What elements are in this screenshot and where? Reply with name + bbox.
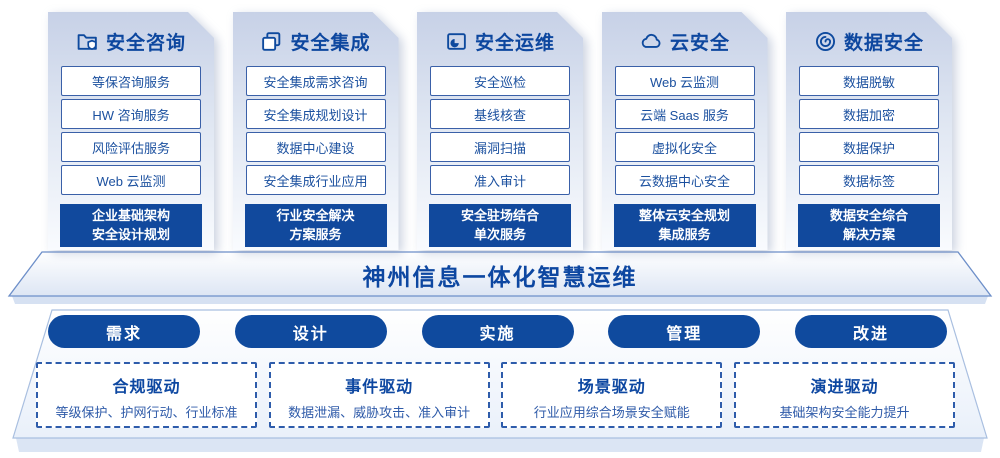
service-item: 等保咨询服务 xyxy=(61,66,201,96)
phase-pill-improvement: 改进 xyxy=(795,315,947,348)
phase-pill-implementation: 实施 xyxy=(421,315,574,348)
service-item: 虚拟化安全 xyxy=(615,132,755,162)
service-item: 安全集成需求咨询 xyxy=(246,66,386,96)
card-header: 安全咨询 xyxy=(76,28,186,54)
service-cards-row: 安全咨询 等保咨询服务 HW 咨询服务 风险评估服务 Web 云监测 企业基础架… xyxy=(48,12,952,250)
driver-box-scenario: 场景驱动 行业应用综合场景安全赋能 xyxy=(501,362,723,428)
driver-desc: 基础架构安全能力提升 xyxy=(779,405,910,420)
service-item: 安全集成行业应用 xyxy=(246,165,386,195)
service-item: 云数据中心安全 xyxy=(615,165,755,195)
driver-desc: 行业应用综合场景安全赋能 xyxy=(533,405,690,420)
highlight-service: 整体云安全规划 集成服务 xyxy=(614,204,756,247)
fingerprint-spiral-icon xyxy=(814,30,837,53)
service-item: 安全集成规划设计 xyxy=(246,99,386,129)
driver-title: 演进驱动 xyxy=(810,379,879,396)
card-title: 数据安全 xyxy=(843,32,924,54)
card-header: 安全运维 xyxy=(445,28,555,54)
phase-pill-management: 管理 xyxy=(608,315,761,348)
banner-title: 神州信息一体化智慧运维 xyxy=(362,264,638,290)
service-item: Web 云监测 xyxy=(61,165,201,195)
driver-title: 场景驱动 xyxy=(577,379,646,396)
banner-platform-shape xyxy=(7,251,993,304)
documents-icon xyxy=(260,30,283,53)
service-item: Web 云监测 xyxy=(615,66,755,96)
service-item: 基线核查 xyxy=(430,99,570,129)
driver-boxes-row: 合规驱动 等级保护、护网行动、行业标准 事件驱动 数据泄漏、威胁攻击、准入审计 … xyxy=(36,362,955,428)
service-item: 准入审计 xyxy=(430,165,570,195)
highlight-service: 安全驻场结合 单次服务 xyxy=(429,204,571,247)
service-item: 风险评估服务 xyxy=(61,132,201,162)
card-header: 数据安全 xyxy=(814,28,924,54)
driver-box-evolution: 演进驱动 基础架构安全能力提升 xyxy=(733,362,955,428)
card-header: 安全集成 xyxy=(260,28,370,54)
service-item: 数据标签 xyxy=(799,165,939,195)
highlight-service: 企业基础架构 安全设计规划 xyxy=(60,204,202,247)
service-item: 云端 Saas 服务 xyxy=(615,99,755,129)
service-card-integration: 安全集成 安全集成需求咨询 安全集成规划设计 数据中心建设 安全集成行业应用 行… xyxy=(233,12,399,250)
highlight-service: 行业安全解决 方案服务 xyxy=(245,204,387,247)
cloud-icon xyxy=(639,30,663,53)
highlight-service: 数据安全综合 解决方案 xyxy=(798,204,940,247)
card-title: 安全咨询 xyxy=(105,32,186,54)
driver-title: 事件驱动 xyxy=(345,379,414,396)
service-card-data: 数据安全 数据脱敏 数据加密 数据保护 数据标签 数据安全综合 解决方案 xyxy=(786,12,952,250)
card-title: 云安全 xyxy=(669,32,730,54)
service-item: 数据脱敏 xyxy=(799,66,939,96)
driver-title: 合规驱动 xyxy=(112,379,181,396)
service-item: 数据中心建设 xyxy=(246,132,386,162)
service-card-operations: 安全运维 安全巡检 基线核查 漏洞扫描 准入审计 安全驻场结合 单次服务 xyxy=(417,12,583,250)
phase-pills-row: 需求 设计 实施 管理 改进 xyxy=(48,315,947,348)
driver-desc: 数据泄漏、威胁攻击、准入审计 xyxy=(288,405,471,420)
service-item: 安全巡检 xyxy=(430,66,570,96)
driver-desc: 等级保护、护网行动、行业标准 xyxy=(55,405,238,420)
service-item: 数据加密 xyxy=(799,99,939,129)
card-header: 云安全 xyxy=(639,28,730,54)
card-title: 安全运维 xyxy=(474,32,555,54)
phase-pill-demand: 需求 xyxy=(48,315,200,348)
card-title: 安全集成 xyxy=(290,32,371,54)
service-card-consulting: 安全咨询 等保咨询服务 HW 咨询服务 风险评估服务 Web 云监测 企业基础架… xyxy=(48,12,214,250)
driver-box-incident: 事件驱动 数据泄漏、威胁攻击、准入审计 xyxy=(268,362,490,428)
driver-box-compliance: 合规驱动 等级保护、护网行动、行业标准 xyxy=(36,362,257,428)
service-item: HW 咨询服务 xyxy=(61,99,201,129)
folder-pie-icon xyxy=(445,30,468,53)
folder-shield-icon xyxy=(76,30,99,53)
service-card-cloud: 云安全 Web 云监测 云端 Saas 服务 虚拟化安全 云数据中心安全 整体云… xyxy=(602,12,768,250)
service-item: 漏洞扫描 xyxy=(430,132,570,162)
phase-pill-design: 设计 xyxy=(234,315,387,348)
service-item: 数据保护 xyxy=(799,132,939,162)
